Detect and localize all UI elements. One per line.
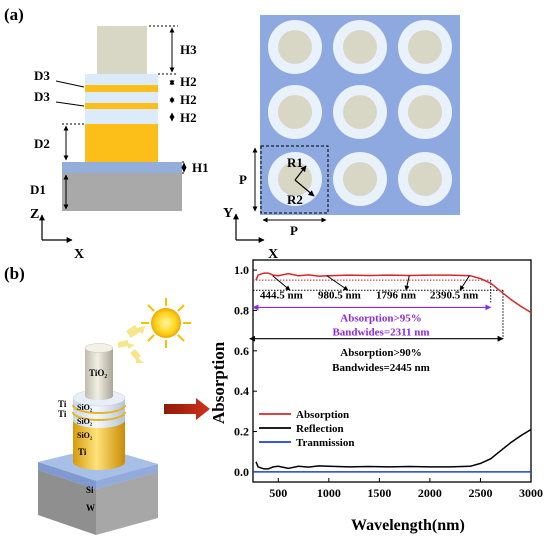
tio2-layer — [97, 26, 147, 74]
y-tick-label: 1.0 — [234, 263, 249, 277]
cross-section-axes — [39, 214, 73, 243]
top-view-axes — [233, 213, 265, 243]
band90-width: Bandwides=2445 nm — [332, 362, 430, 374]
x-tick-label: 1000 — [317, 486, 341, 500]
panel-a-label: (a) — [4, 5, 24, 24]
dim-d3-2: D3 — [34, 89, 50, 104]
model-label-ti-2: Ti — [58, 409, 67, 419]
dimension-lines-right — [149, 25, 187, 174]
axis-y-label: Y — [223, 206, 233, 221]
cross-section-stack — [62, 26, 182, 211]
absorption-chart: 0.0 0.2 0.4 0.6 0.8 1.0 500 1000 1500 2000 2500 30… — [234, 259, 543, 500]
r1-label: R1 — [287, 155, 303, 170]
model-label-ti-3: Ti — [78, 447, 87, 457]
point-annotation-label: 1796 nm — [376, 289, 416, 301]
dim-h2-3: H2 — [180, 110, 197, 125]
sun-icon — [141, 298, 191, 348]
point-annotation-arrow — [272, 275, 291, 291]
point-annotation-arrow — [326, 275, 349, 291]
pillar-inner-0-0 — [278, 30, 312, 64]
light-arrows-icon — [118, 325, 145, 363]
legend-label: Tranmission — [296, 437, 354, 449]
sio2-layer-1 — [85, 74, 158, 85]
dim-h2-2: H2 — [180, 92, 197, 107]
model-label-si: Si — [86, 485, 94, 495]
pillar-inner-0-1 — [343, 30, 377, 64]
point-annotation-label: 980.5 nm — [318, 289, 361, 301]
point-annotations: 444.5 nm 980.5 nm 1796 nm 2390.5 nm — [260, 275, 478, 301]
x-axis-ticks: 500 1000 1500 2000 2500 3000 — [269, 478, 543, 500]
model-label-tio2: TiO₂ — [89, 368, 107, 378]
x-tick-label: 2000 — [418, 486, 442, 500]
point-annotation-arrow — [404, 275, 410, 291]
y-axis-ticks: 0.0 0.2 0.4 0.6 0.8 1.0 — [234, 263, 257, 479]
band95-width: Bandwides=2311 nm — [332, 327, 429, 339]
y-tick-label: 0.6 — [234, 344, 249, 358]
axis-x-label-right: X — [268, 247, 278, 262]
y-tick-label: 0.4 — [234, 384, 249, 398]
y-tick-label: 0.8 — [234, 303, 249, 317]
si-layer — [62, 162, 182, 173]
dim-h2-1: H2 — [180, 74, 197, 89]
model-label-sio2-1: SiO₂ — [77, 403, 93, 412]
pillar-inner-0-2 — [408, 30, 442, 64]
series-line-reflection — [255, 428, 532, 470]
band95-title: Absorption>95% — [340, 313, 421, 325]
series-lines — [253, 272, 532, 473]
pillar-inner-1-2 — [408, 95, 442, 129]
y-axis-label: Absorption — [209, 341, 228, 424]
plot-frame — [252, 259, 532, 483]
period-label-vertical: P — [239, 172, 247, 187]
r2-arrow — [294, 179, 315, 197]
y-tick-label: 0.0 — [234, 465, 249, 479]
period-dimension-lines — [252, 147, 327, 223]
r1-arrow — [294, 165, 307, 181]
pillar-inner-2-1 — [343, 162, 377, 196]
model-label-ti-1: Ti — [58, 399, 67, 409]
x-tick-label: 1500 — [367, 486, 391, 500]
panel-b-label: (b) — [4, 264, 25, 283]
w-substrate — [62, 173, 182, 211]
legend-label: Absorption — [296, 409, 349, 421]
pillar-array — [268, 20, 452, 206]
x-axis-label: Wavelength(nm) — [351, 517, 465, 534]
model-label-sio2-3: SiO₂ — [77, 431, 93, 440]
model-label-sio2-2: SiO₂ — [77, 417, 93, 426]
point-annotation-label: 2390.5 nm — [430, 289, 478, 301]
y-tick-label: 0.2 — [234, 425, 249, 439]
legend-label: Reflection — [296, 423, 344, 435]
period-label-horizontal: P — [290, 223, 298, 238]
x-tick-label: 500 — [269, 486, 287, 500]
band90-title: Absorption>90% — [340, 347, 421, 359]
x-tick-label: 2500 — [468, 486, 492, 500]
series-line-absorption — [255, 272, 532, 314]
dim-d2: D2 — [34, 136, 50, 151]
ti-thin-layer-2 — [85, 103, 158, 109]
ti-thin-layer-1 — [85, 85, 158, 92]
unit-cell-3d-model — [38, 343, 158, 535]
pointer-arrow-icon — [164, 398, 210, 420]
x-tick-label: 3000 — [519, 486, 543, 500]
sio2-layer-2 — [85, 92, 158, 103]
r2-label: R2 — [287, 192, 303, 207]
point-annotation-arrow — [459, 275, 470, 291]
sio2-layer-3 — [85, 109, 158, 124]
pillar-inner-1-0 — [278, 95, 312, 129]
axis-x-label-left: X — [74, 247, 84, 262]
pillar-inner-2-2 — [408, 162, 442, 196]
ti-thick-layer — [85, 124, 158, 162]
dimension-lines-left — [55, 80, 85, 210]
dim-h1: H1 — [192, 160, 209, 175]
pillar-inner-1-1 — [343, 95, 377, 129]
model-label-w: W — [86, 503, 95, 513]
dim-d3-1: D3 — [34, 68, 50, 83]
axis-z-label: Z — [30, 207, 39, 222]
dim-d1: D1 — [30, 182, 46, 197]
dim-h3: H3 — [180, 42, 197, 57]
unit-cell-outline — [260, 145, 329, 214]
point-annotation-label: 444.5 nm — [260, 289, 303, 301]
top-view — [260, 15, 460, 215]
